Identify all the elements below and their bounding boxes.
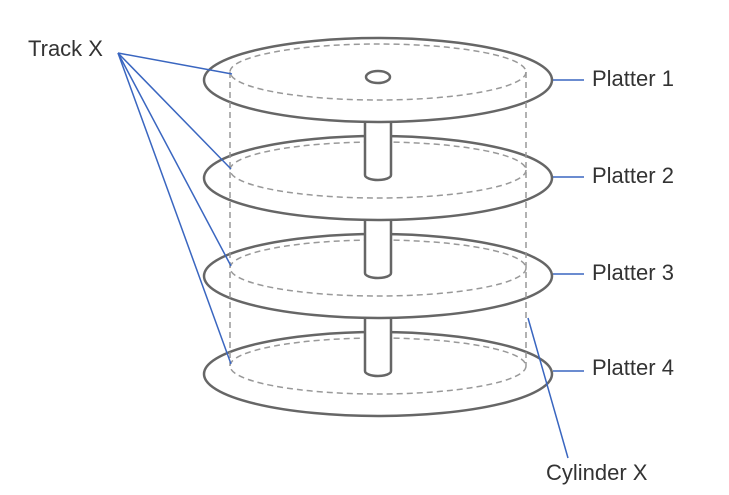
- track-leader-lines: [117, 52, 233, 365]
- track-label: Track X: [28, 36, 103, 61]
- spindle-hole: [364, 69, 392, 85]
- spindle-segment-3: [363, 318, 393, 378]
- platter-1-label: Platter 1: [592, 66, 674, 91]
- platter-3-label: Platter 3: [592, 260, 674, 285]
- track-leader-platter-4: [117, 52, 232, 365]
- track-leader-platter-1: [117, 52, 233, 75]
- platter-label-ticks: [553, 79, 584, 372]
- platter-4-label: Platter 4: [592, 355, 674, 380]
- platter-1: [202, 36, 554, 124]
- track-leader-platter-3: [117, 52, 232, 267]
- cylinder-label: Cylinder X: [546, 460, 648, 485]
- cylinder-leader: [527, 317, 569, 459]
- spindle-segment-1: [363, 122, 393, 182]
- platter-2-label: Platter 2: [592, 163, 674, 188]
- track-leader-platter-2: [117, 52, 232, 170]
- spindle-segment-2: [363, 220, 393, 280]
